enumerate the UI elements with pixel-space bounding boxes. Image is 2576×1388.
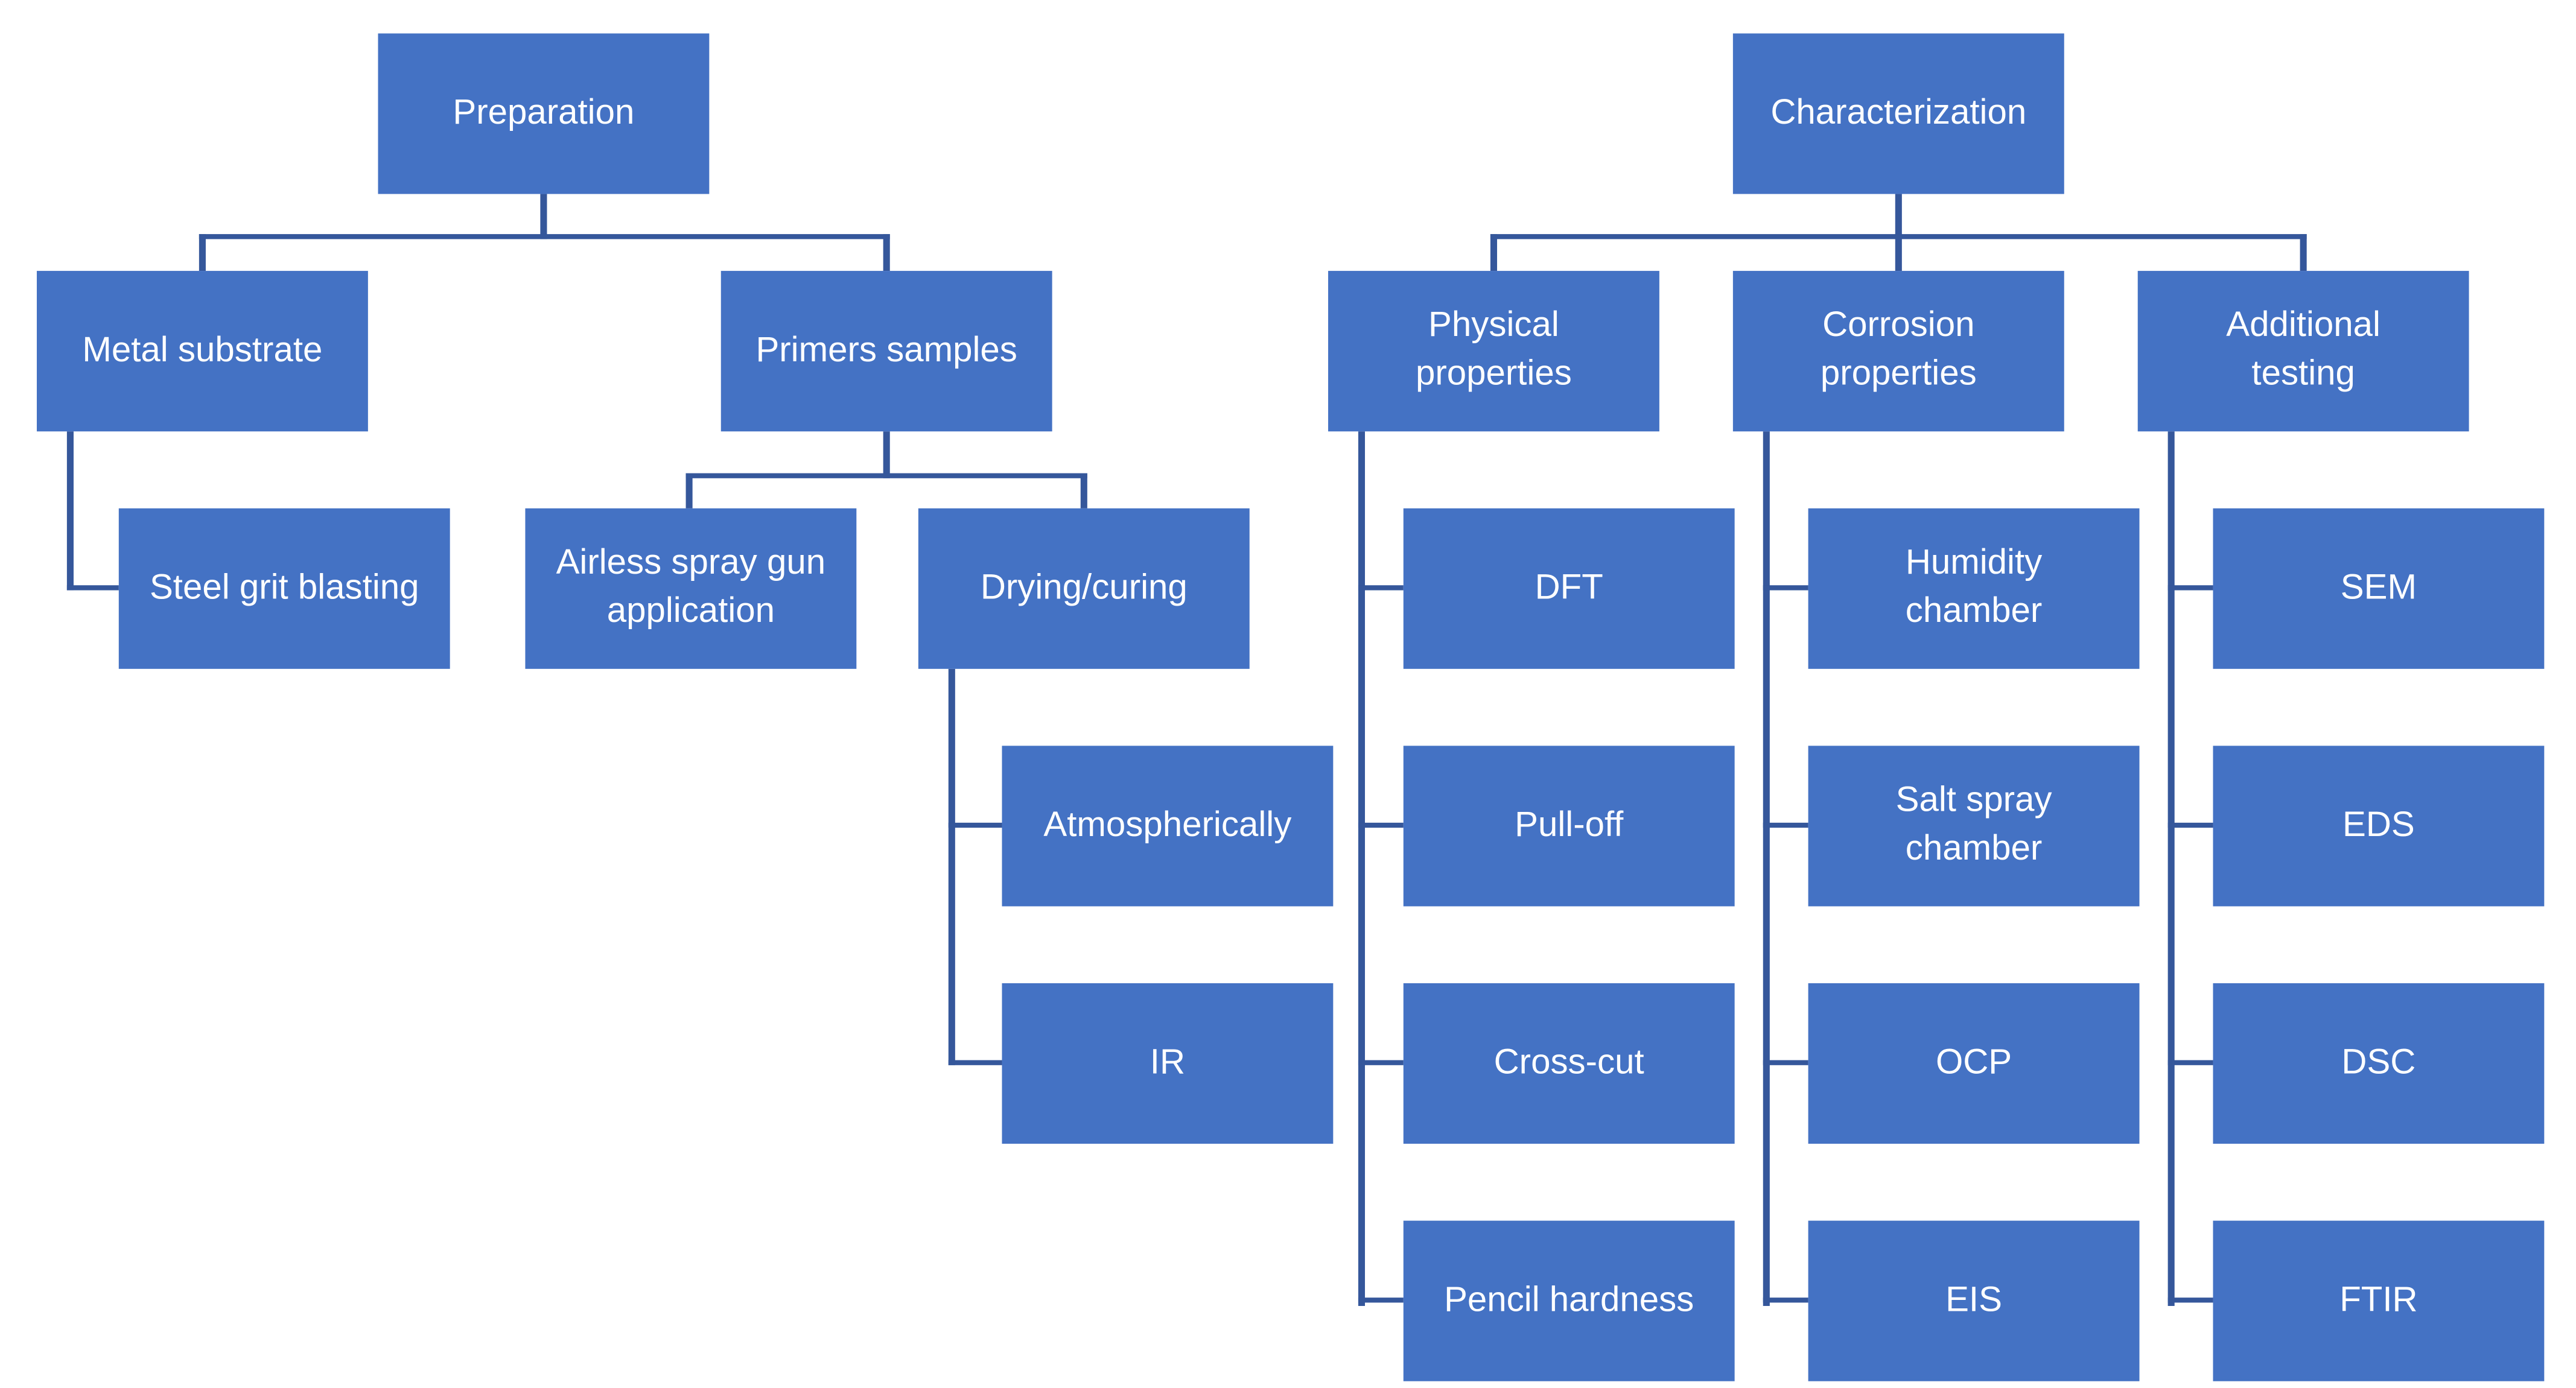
node-label: Steel grit blasting [149, 568, 419, 606]
connector-saltspray-elbow [1763, 822, 1808, 828]
node-airless-spray-gun-application: Airless spray gun application [525, 508, 857, 669]
connector-steel-grit-elbow [66, 585, 119, 591]
connector-pencil-elbow [1358, 1298, 1404, 1303]
connector-metal-rail [66, 431, 74, 591]
node-additional-testing: Additional testing [2137, 271, 2469, 432]
node-label: OCP [1935, 1042, 2012, 1082]
connector-corrosion-stub [1895, 234, 1902, 271]
node-label: Drying/curing [980, 568, 1188, 606]
node-label: SEM [2340, 568, 2417, 606]
node-label: Metal substrate [82, 330, 323, 369]
connector-preparation-drop [540, 194, 547, 239]
node-label: DSC [2341, 1042, 2416, 1082]
node-label: Preparation [453, 92, 635, 132]
node-atmospherically: Atmospherically [1002, 746, 1334, 907]
node-label: Additional testing [2226, 306, 2380, 393]
node-eis: EIS [1808, 1220, 2140, 1381]
connector-crosscut-elbow [1358, 1060, 1404, 1065]
node-steel-grit-blasting: Steel grit blasting [118, 508, 450, 669]
connector-sem-elbow [2167, 585, 2213, 591]
connector-primers-stub [883, 234, 890, 271]
node-ftir: FTIR [2213, 1220, 2545, 1381]
connector-drying-rail [948, 668, 955, 1065]
node-pencil-hardness: Pencil hardness [1403, 1220, 1735, 1381]
node-label: FTIR [2339, 1280, 2418, 1319]
node-label: EIS [1945, 1280, 2002, 1319]
connector-eis-elbow [1763, 1298, 1808, 1303]
node-label: DFT [1534, 568, 1603, 606]
node-sem: SEM [2213, 508, 2545, 669]
connector-primers-bus [685, 473, 1087, 478]
node-label: Pencil hardness [1444, 1280, 1694, 1319]
node-label: Primers samples [755, 330, 1017, 369]
connector-characterization-drop [1895, 194, 1902, 239]
node-label: Pull-off [1515, 805, 1624, 844]
connector-metal-stub [199, 234, 206, 271]
connector-pulloff-elbow [1358, 822, 1404, 828]
connector-airless-stub [685, 473, 693, 509]
node-label: IR [1150, 1042, 1186, 1082]
node-metal-substrate: Metal substrate [36, 271, 368, 432]
connector-preparation-bus [199, 234, 890, 239]
node-drying-curing: Drying/curing [918, 508, 1250, 669]
node-ocp: OCP [1808, 983, 2140, 1144]
node-label: Corrosion properties [1820, 306, 1977, 393]
node-primers-samples: Primers samples [720, 271, 1052, 432]
connector-primers-drop [883, 431, 890, 478]
connector-physical-rail [1358, 431, 1366, 1306]
connector-dsc-elbow [2167, 1060, 2213, 1065]
node-corrosion-properties: Corrosion properties [1732, 271, 2064, 432]
node-preparation: Preparation [378, 33, 710, 194]
node-dft: DFT [1403, 508, 1735, 669]
node-eds: EDS [2213, 746, 2545, 907]
node-pull-off: Pull-off [1403, 746, 1735, 907]
node-ir: IR [1002, 983, 1334, 1144]
node-physical-properties: Physical properties [1328, 271, 1659, 432]
node-label: Cross-cut [1493, 1042, 1644, 1082]
node-characterization: Characterization [1732, 33, 2064, 194]
node-label: Characterization [1770, 92, 2027, 132]
connector-humidity-elbow [1763, 585, 1808, 591]
node-label: Airless spray gun application [556, 543, 826, 631]
connector-ftir-elbow [2167, 1298, 2213, 1303]
connector-atmospherically-elbow [948, 822, 1002, 828]
connector-additional-rail [2167, 431, 2175, 1306]
connector-additional-stub [2300, 234, 2307, 271]
node-salt-spray-chamber: Salt spray chamber [1808, 746, 2140, 907]
node-label: Atmospherically [1043, 805, 1292, 844]
node-label: EDS [2342, 805, 2415, 844]
connector-eds-elbow [2167, 822, 2213, 828]
node-cross-cut: Cross-cut [1403, 983, 1735, 1144]
connector-ir-elbow [948, 1060, 1002, 1065]
node-humidity-chamber: Humidity chamber [1808, 508, 2140, 669]
connector-physical-stub [1490, 234, 1498, 271]
node-label: Physical properties [1416, 306, 1572, 393]
connector-dft-elbow [1358, 585, 1404, 591]
connector-corrosion-rail [1763, 431, 1770, 1306]
connector-ocp-elbow [1763, 1060, 1808, 1065]
node-dsc: DSC [2213, 983, 2545, 1144]
node-label: Humidity chamber [1905, 543, 2043, 631]
node-label: Salt spray chamber [1895, 781, 2052, 868]
connector-drying-stub [1080, 473, 1087, 509]
